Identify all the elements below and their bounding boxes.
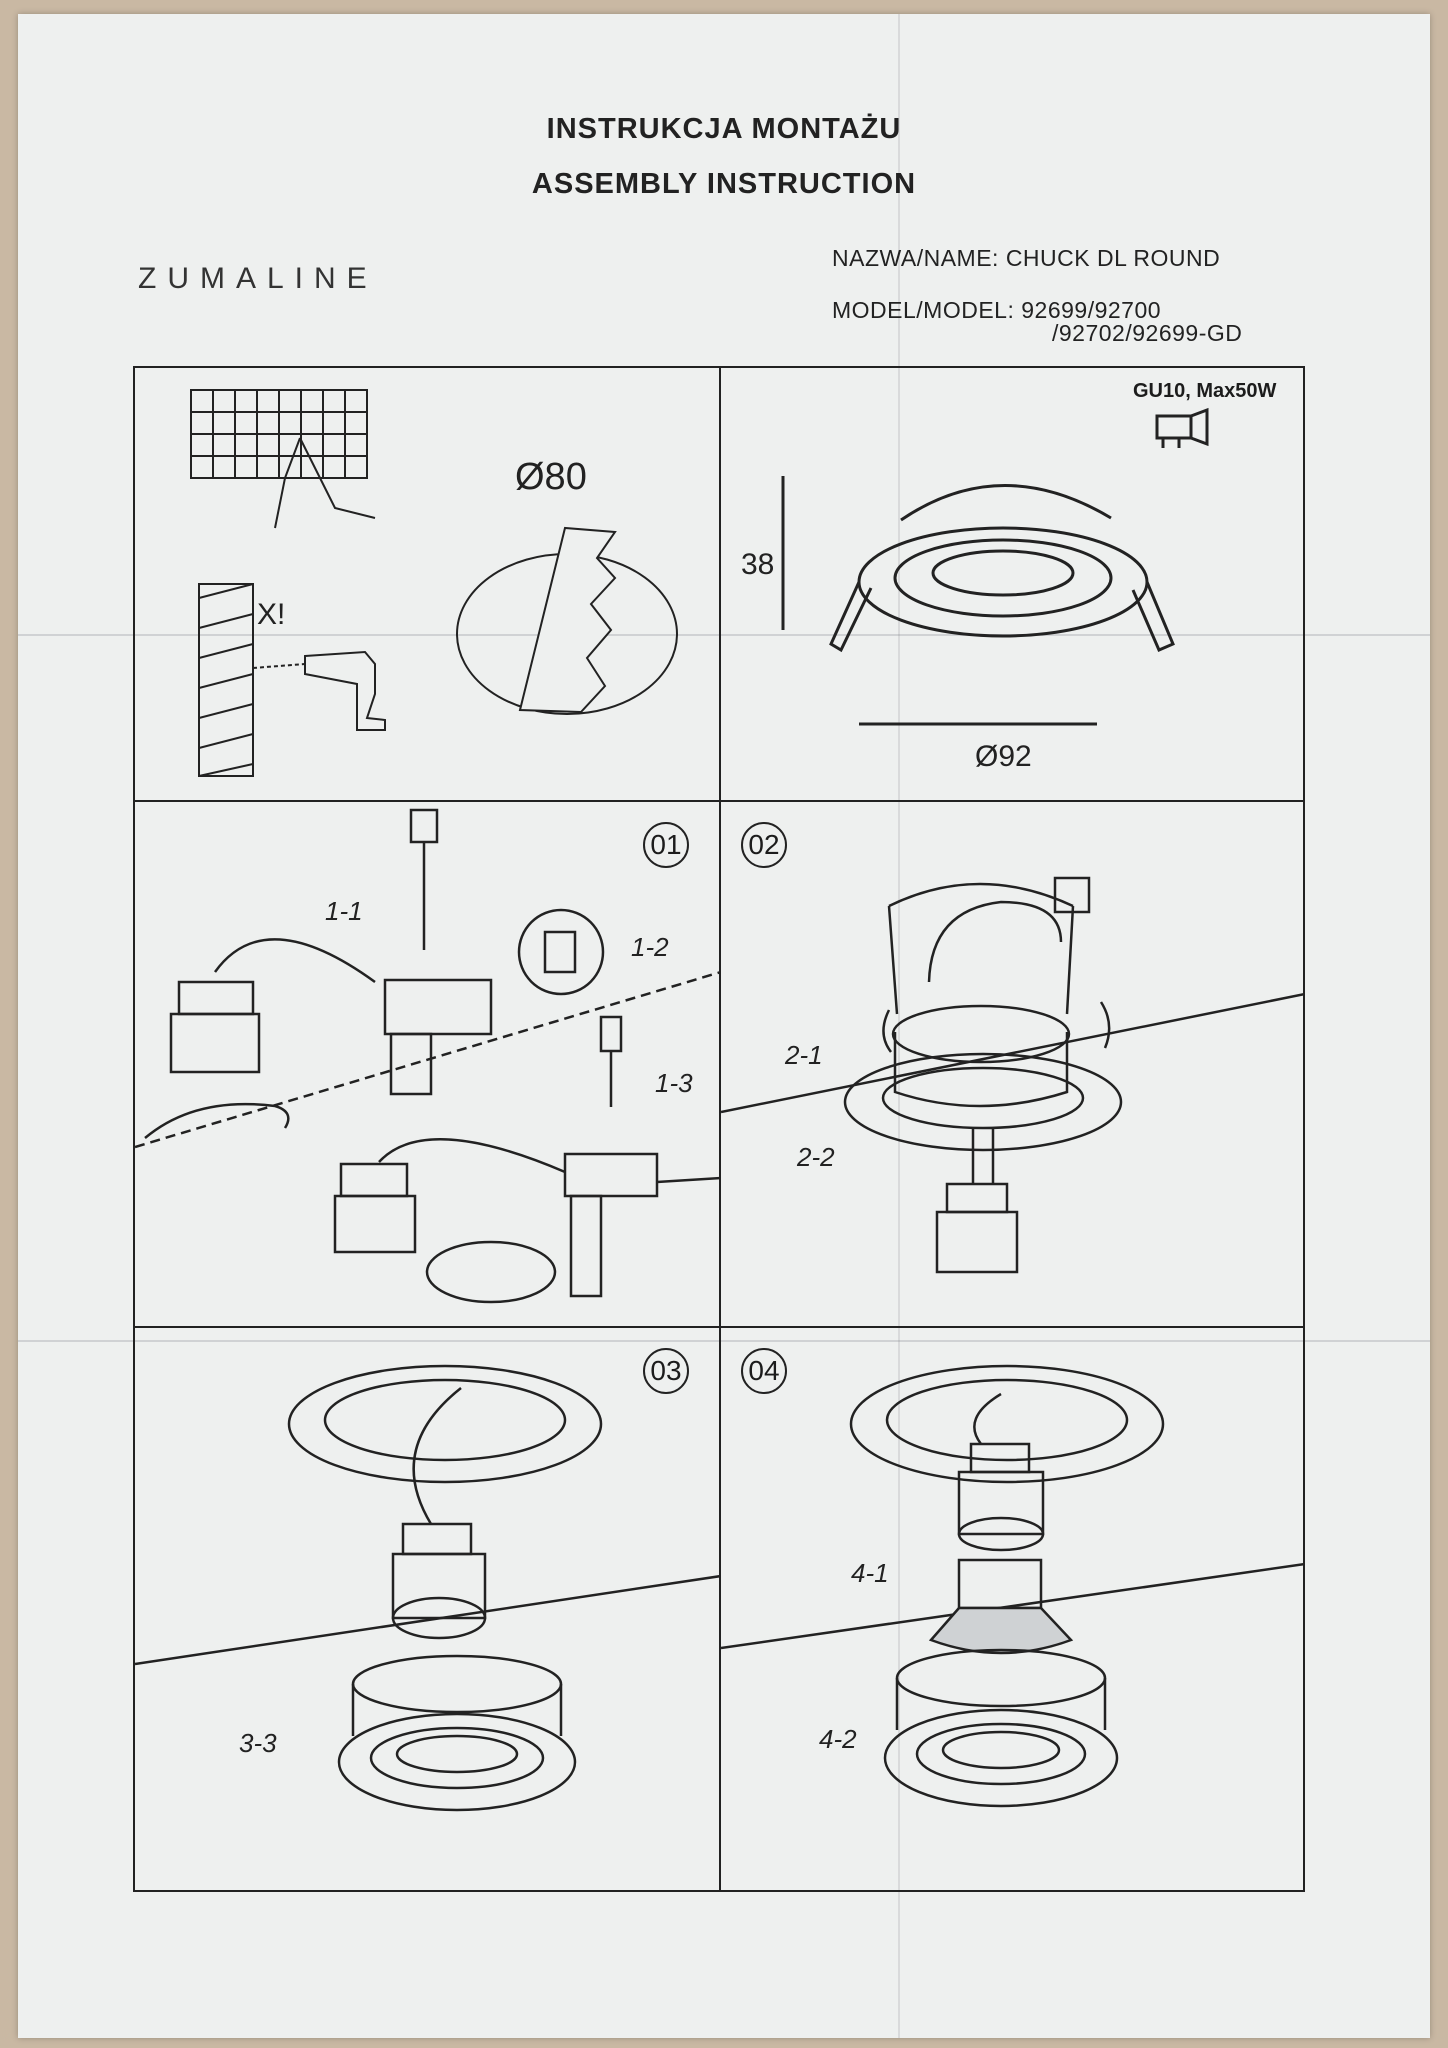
model-line: MODEL/MODEL: 92699/92700 [832,297,1162,323]
step-label-1-3: 1-3 [655,1068,693,1098]
step-label-3-3: 3-3 [239,1728,277,1758]
step-03-illustration [135,1364,719,1812]
panel-dimensions: GU10, Max50W 38 Ø92 [721,368,1305,802]
panel-cutout: X! Ø80 [135,368,721,802]
step-01-illustration [135,808,719,1304]
paper-fold [898,14,900,2038]
title-polish: INSTRUKCJA MONTAŻU [546,113,902,145]
step-number: 02 [741,822,787,868]
height-dimension: 38 [741,548,775,581]
lamp-spec: GU10, Max50W [1133,380,1277,402]
instruction-grid: X! Ø80 GU10, Max50W 38 Ø92 01 [133,366,1305,1892]
paper-fold [18,1340,1430,1342]
drill-warning-mark: X! [257,598,286,631]
wiring-drill-illustration [190,389,678,777]
panel-step-02: 02 2-1 2-2 [721,802,1305,1328]
step-label-4-1: 4-1 [851,1558,889,1588]
model-line-continued: /92702/92699-GD [1052,320,1243,346]
step-02-illustration [721,876,1305,1274]
step-04-illustration [721,1364,1305,1808]
step-number: 01 [643,822,689,868]
paper-fold [18,634,1430,636]
cutout-diameter: Ø80 [515,456,587,498]
panel-step-03: 03 3-3 [135,1328,721,1892]
outer-diameter: Ø92 [975,740,1032,773]
step-number: 03 [643,1348,689,1394]
product-name: NAZWA/NAME: CHUCK DL ROUND [832,245,1221,271]
panel-step-04: 04 4-1 4-2 [721,1328,1305,1892]
step-label-2-1: 2-1 [785,1040,823,1070]
instruction-sheet [18,14,1430,2038]
step-number: 04 [741,1348,787,1394]
step-label-2-2: 2-2 [797,1142,835,1172]
panel-step-01: 01 1-1 1-2 1-3 [135,802,721,1328]
step-label-1-1: 1-1 [325,896,363,926]
brand-logo: ZUMALINE [138,262,378,295]
fixture-dimensions-illustration [781,407,1209,726]
step-label-1-2: 1-2 [631,932,669,962]
step-label-4-2: 4-2 [819,1724,857,1754]
title-english: ASSEMBLY INSTRUCTION [531,168,917,200]
